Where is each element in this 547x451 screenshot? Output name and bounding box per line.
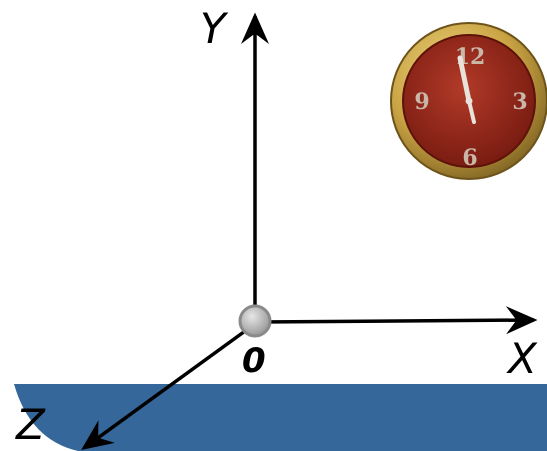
clock-numeral-6: 6 bbox=[462, 145, 477, 171]
x-axis bbox=[257, 306, 538, 335]
origin-point bbox=[238, 304, 272, 338]
clock-minute-hand bbox=[467, 99, 476, 124]
x-axis-label: X bbox=[508, 334, 537, 383]
z-axis-label: Z bbox=[16, 400, 45, 449]
clock-numeral-9: 9 bbox=[414, 89, 429, 115]
z-axis bbox=[81, 324, 254, 451]
y-axis-label: Y bbox=[200, 4, 226, 53]
clock-icon: 12 3 6 9 bbox=[390, 22, 547, 180]
origin-label: 0 bbox=[242, 341, 266, 381]
clock-numeral-3: 3 bbox=[512, 89, 527, 115]
clock-hour-hand bbox=[457, 55, 472, 104]
